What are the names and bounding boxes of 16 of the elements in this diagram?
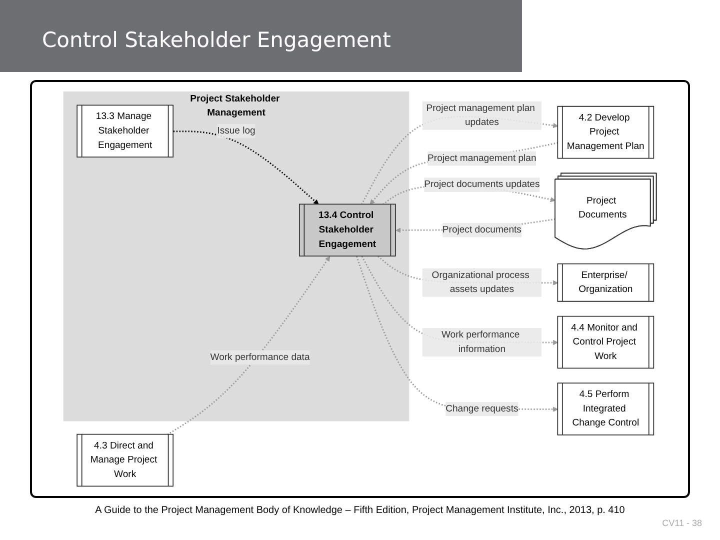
arrow <box>173 130 319 205</box>
edge-label: Work performance information <box>441 330 520 354</box>
edge-label: Project management plan <box>428 153 536 164</box>
slide-title: Control Stakeholder Engagement <box>42 28 391 52</box>
edge-label: Project documents updates <box>424 179 540 190</box>
diagram-frame: Project Stakeholder Management Project management plan updates Issue log Project management plan Project documents updates Project documents Organizational process assets updates Work performance information Work performance data Change requests 13.3 Manage Stakeholder Engagement 13.4 Control Stakeholder Engagement 4.2 Develop Project Management Plan 4.3 Direct and Manage Project Work Project Documents Enterprise/ Organization 4.4 Monitor and Control Project Work 4.5 Perform Integrated Change Control <box>30 80 690 498</box>
edge-label: Project management plan updates <box>426 103 535 128</box>
edge-label: Work performance data <box>210 352 310 362</box>
source-caption: A Guide to the Project Management Body of Knowledge – Fifth Edition, Project Management Institute, Inc., 2013, p. 410 <box>94 505 626 516</box>
arrow <box>167 256 330 436</box>
edge-label: Organizational process assets updates <box>432 270 530 295</box>
edge-label: Change requests <box>446 404 518 414</box>
slide-number: CV11 - 38 <box>662 518 702 528</box>
cluster <box>63 91 410 422</box>
edge-label: Project documents <box>442 224 522 235</box>
edge-label: Issue log <box>217 126 256 136</box>
